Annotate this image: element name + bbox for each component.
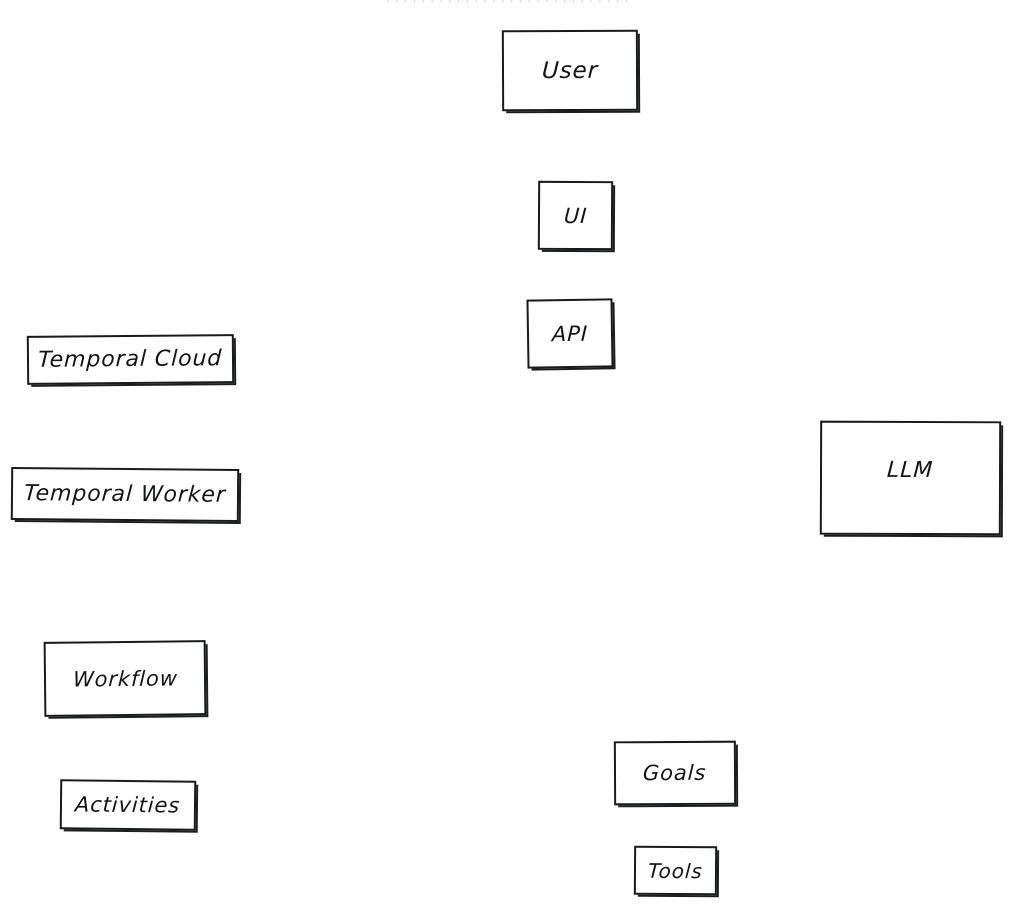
node-tools-label: Tools [647,858,704,883]
node-llm-label: LLM [886,457,935,483]
node-user-label: User [541,57,599,84]
node-goals-label: Goals [642,760,708,786]
node-temporal-cloud[interactable]: Temporal Cloud [26,334,235,385]
node-llm[interactable]: LLM [819,420,1002,536]
node-ui-label: UI [563,203,588,228]
node-goals[interactable]: Goals [613,740,737,806]
node-api-label: API [551,321,589,346]
node-activities[interactable]: Activities [59,779,197,831]
node-workflow-label: Workflow [72,665,178,692]
node-ui[interactable]: UI [537,180,614,251]
node-workflow[interactable]: Workflow [43,640,207,717]
node-tools[interactable]: Tools [633,845,718,896]
node-temporal-cloud-label: Temporal Cloud [37,346,224,373]
node-activities-label: Activities [74,792,182,818]
node-temporal-worker-label: Temporal Worker [23,481,227,508]
cropped-header-text: . . . . . . . . . . . . . . . . . . . . … [0,0,1015,5]
node-user[interactable]: User [501,29,639,112]
node-api[interactable]: API [526,298,614,369]
node-temporal-worker[interactable]: Temporal Worker [10,467,240,522]
